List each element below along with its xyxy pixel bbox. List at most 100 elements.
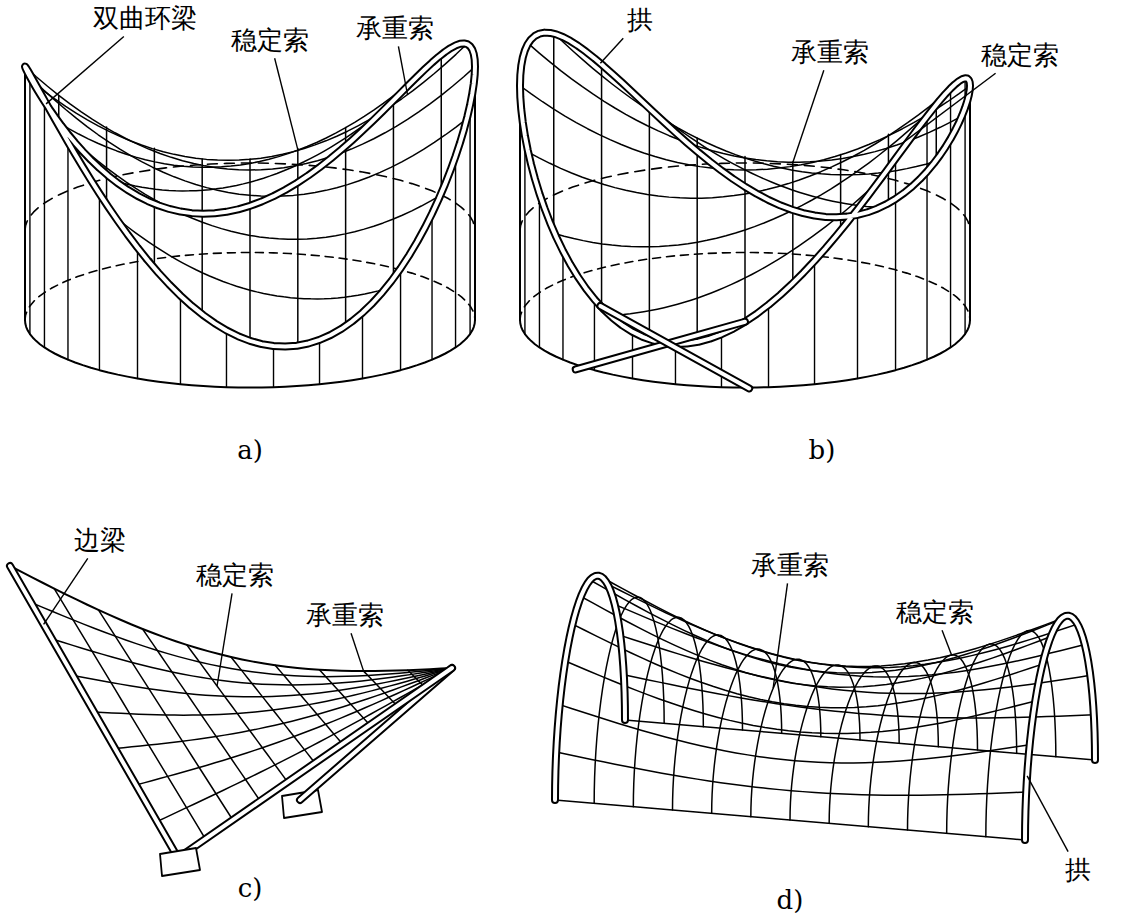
figure-label: c) [236,874,265,903]
part-label: 承重索 [749,551,831,580]
part-label: 承重索 [354,14,436,43]
wall-line [137,248,138,379]
wall-line [67,142,68,360]
leader-line [773,583,787,688]
figure-a [25,43,475,387]
arch [600,306,749,388]
wall-line [469,105,470,334]
cable [528,79,962,198]
cable [947,644,1017,833]
cable [73,668,452,697]
wall-line [44,100,45,347]
cable [673,635,743,810]
figure-d [555,576,1095,840]
leader-line [600,38,623,63]
leader-line [942,630,952,655]
wall-line [400,268,401,370]
leader-line [1027,776,1068,852]
wall-line [319,340,320,384]
cable [115,217,385,299]
leader-line [351,633,364,671]
edge-beam [10,566,178,858]
leader-line [217,593,232,686]
wall-line [562,251,563,360]
cable [610,180,880,316]
cable [136,668,452,785]
cable [555,34,936,175]
wall-line [431,214,432,360]
cable [393,96,395,279]
cable [608,584,1078,668]
cable [633,617,703,806]
edge-beam [178,668,452,858]
cable [115,668,452,749]
arch [576,322,745,370]
wall-line [455,156,456,347]
part-label: 拱 [1063,856,1093,885]
cable [594,597,664,803]
arch [600,306,749,388]
wall-line [362,313,363,379]
wall-line [474,67,476,320]
cable [33,44,467,160]
wall-line [24,67,26,320]
cable [620,635,1090,693]
arch [555,576,625,800]
leader-line [44,558,88,624]
leader-line [793,70,824,162]
wall-line [721,334,722,387]
cable [520,86,970,170]
wall-line [926,116,927,359]
cable [31,603,452,677]
part-label: 双曲环梁 [91,4,199,33]
cable [751,659,821,816]
part-label: 边梁 [72,526,128,555]
wall-line [29,74,30,334]
leader-line [275,58,298,149]
base-edge [520,320,970,388]
cable [565,661,1035,734]
wall-line [950,89,951,348]
figure-b [520,33,970,389]
edge-beam [10,566,178,858]
cable [868,662,938,826]
cable [157,668,452,822]
cable [744,156,746,321]
cable [696,138,698,342]
leader-line [46,37,124,104]
part-label: 稳定索 [894,598,976,627]
arch [1025,616,1095,840]
part-label: 承重索 [304,601,386,630]
figure-label: d) [775,886,806,915]
wall-line [594,299,595,370]
wall-line [857,209,858,378]
wall-line [180,296,181,384]
arch [555,576,625,800]
leader-line [903,73,996,143]
arch [520,33,970,344]
cable [615,604,1085,677]
arch [520,33,970,344]
ring-beam [25,43,475,346]
figure-c [10,566,452,876]
ring-beam [25,43,475,346]
part-label: 稳定索 [229,26,311,55]
leader-line [398,46,407,94]
support-block [160,848,200,876]
cable [553,34,555,232]
figure-label: b) [807,436,838,465]
cable [712,649,782,813]
figure-label: a) [235,436,265,465]
part-label: 承重索 [789,38,871,67]
wall-line [524,136,525,334]
part-label: 稳定索 [194,561,276,590]
arch [576,322,745,370]
part-label: 拱 [625,6,655,35]
cable [581,596,1051,687]
wall-line [969,86,971,320]
wall-line [273,346,274,387]
part-label: 稳定索 [979,41,1061,70]
